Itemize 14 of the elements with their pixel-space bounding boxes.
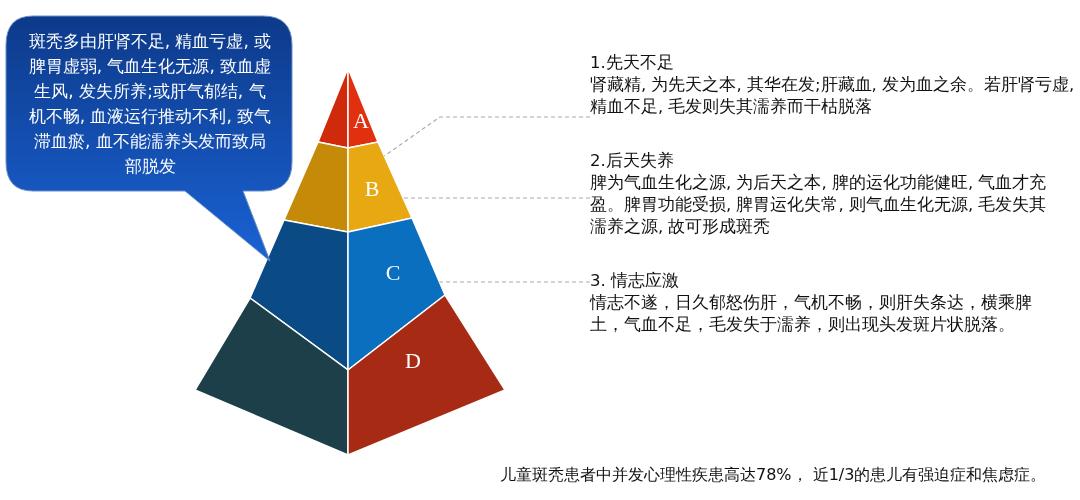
pyramid-layer: D	[347, 293, 507, 457]
section-heading: 1.先天不足	[590, 52, 675, 74]
note-text: 儿童斑秃患者中并发心理性疾患高达78%， 近1/3的患儿有强迫症和焦虑症。	[500, 465, 1047, 486]
leader-line	[438, 281, 591, 283]
leader-line	[383, 116, 591, 157]
pyramid-layer: B	[347, 141, 414, 233]
leader-line	[402, 197, 591, 199]
section-heading: 2.后天失养	[590, 150, 675, 172]
speech-bubble	[5, 15, 295, 263]
section-text: 肾藏精, 为先天之本, 其华在发;肝藏血, 发为血之余。若肝肾亏虚, 精血不足, 毛发则失其濡养而干枯脱落	[590, 74, 1076, 118]
section-text: 脾为气血生化之源, 为后天之本, 脾的运化功能健旺, 气血才充盈。脾胃功能受损, 脾胃运化失常, 则气血生化无源, 毛发失其濡养之源, 故可形成斑秃	[590, 172, 1048, 238]
section-text: 情志不遂，日久郁怒伤肝，气机不畅，则肝失条达，横乘脾土，气血不足，毛发失于濡养，则出现头发斑片状脱落。	[590, 292, 1033, 336]
callout-text: 斑秃多由肝肾不足, 精血亏虚, 或脾胃虚弱, 气血生化无源, 致血虚生风, 发失所养;或肝气郁结, 气机不畅, 血液运行推动不利, 致气滞血瘀, 血不能濡养头发而致局部脱发	[27, 30, 273, 178]
section-heading: 3. 情志应激	[590, 270, 680, 292]
